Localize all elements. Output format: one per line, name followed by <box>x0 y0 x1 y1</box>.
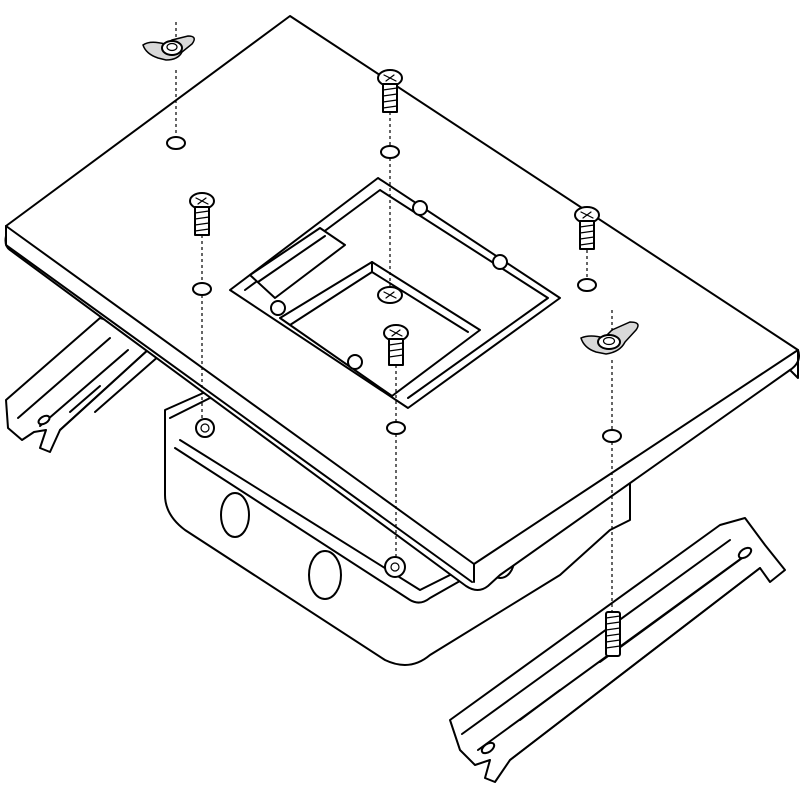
threaded-stud-icon <box>605 611 621 657</box>
screw-icon <box>377 286 403 304</box>
device-box <box>279 261 481 397</box>
assembly-guide-lines <box>175 70 613 612</box>
screw-icon <box>189 192 215 236</box>
screw-icon <box>383 324 409 366</box>
plate-hole <box>602 429 622 443</box>
plate-hole <box>166 136 186 150</box>
plate-hole <box>386 421 406 435</box>
mounting-plate <box>4 15 800 591</box>
plate-hole <box>380 145 400 159</box>
knockout-hole <box>308 550 342 600</box>
screw-icon <box>574 206 600 250</box>
plate-hole <box>192 282 212 296</box>
wing-nut-icon <box>142 22 195 61</box>
plate-hole <box>577 278 597 292</box>
wing-nut-icon <box>580 310 639 355</box>
box-screw-boss <box>384 556 406 578</box>
box-screw-boss <box>195 418 215 438</box>
knockout-hole <box>220 492 250 538</box>
screw-icon <box>377 69 403 113</box>
